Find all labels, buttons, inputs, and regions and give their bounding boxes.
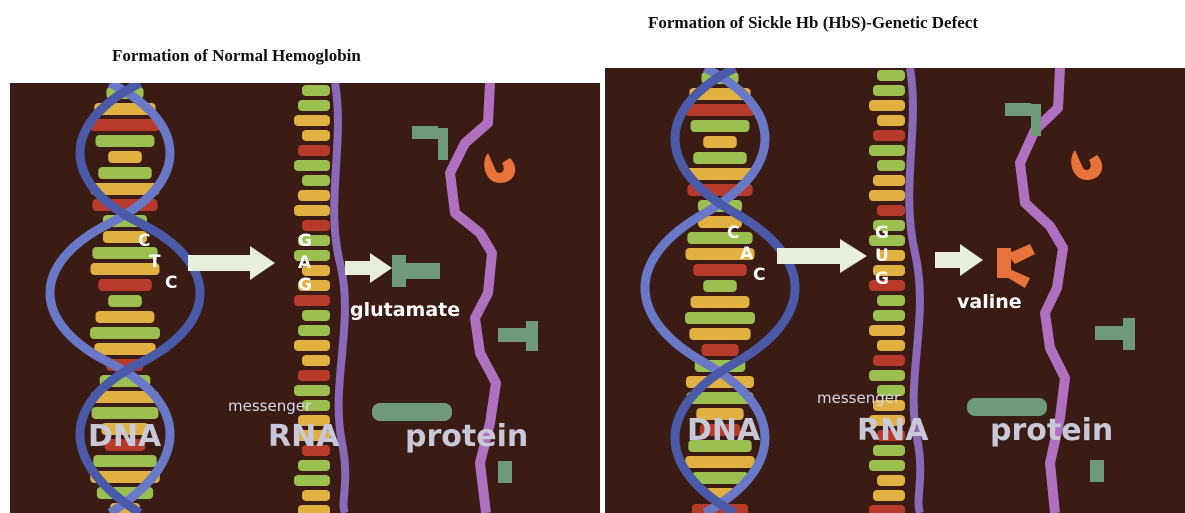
rna-base-2: A xyxy=(298,253,312,273)
dna-base-pair xyxy=(703,280,737,292)
messenger-label: messenger xyxy=(228,397,312,415)
dna-base-pair xyxy=(93,455,156,467)
arrow-right-icon xyxy=(935,244,983,276)
dna-base-1: C xyxy=(138,231,150,251)
amino-acid-label: valine xyxy=(957,291,1022,313)
glutamate-residue-icon xyxy=(392,255,440,287)
dna-base-pair xyxy=(701,344,738,356)
rna-base xyxy=(298,370,330,381)
rna-base xyxy=(302,355,330,366)
dna-base-pair xyxy=(693,152,747,164)
rna-base xyxy=(298,325,330,336)
dna-label: DNA xyxy=(687,413,761,448)
dna-base-2: T xyxy=(149,252,161,272)
rna-base xyxy=(294,475,330,486)
panel-sickle-hemoglobin: C A C G U G valine messenger DNA RNA pro… xyxy=(605,68,1185,513)
rna-base xyxy=(294,340,330,351)
dna-base-3: C xyxy=(165,273,177,293)
amino-acid-label: glutamate xyxy=(350,299,460,321)
rna-base xyxy=(302,310,330,321)
dna-base-pair xyxy=(687,232,752,244)
dna-base-pair xyxy=(689,328,750,340)
rna-base-3: G xyxy=(298,275,312,295)
rna-base xyxy=(298,100,330,111)
dna-base-pair xyxy=(691,296,750,308)
dna-base-pair xyxy=(691,120,750,132)
rna-base xyxy=(873,310,905,321)
rna-base xyxy=(294,160,330,171)
panel-normal-hemoglobin: C T C G A G glutamate messenger DNA RNA … xyxy=(10,83,600,513)
rna-base xyxy=(869,460,905,471)
normal-illustration: C T C G A G glutamate messenger DNA RNA … xyxy=(10,83,600,513)
rna-base xyxy=(873,490,905,501)
rna-base xyxy=(869,505,905,513)
dna-base-2: A xyxy=(740,244,754,264)
dna-base-pair xyxy=(92,407,159,419)
rna-base xyxy=(873,130,905,141)
rna-label: RNA xyxy=(857,413,929,448)
dna-base-pair xyxy=(94,343,155,355)
rna-base xyxy=(302,220,330,231)
dna-base-pair xyxy=(96,311,155,323)
rna-base xyxy=(877,295,905,306)
rna-base xyxy=(877,70,905,81)
rna-base xyxy=(302,130,330,141)
title-sickle-hemoglobin: Formation of Sickle Hb (HbS)-Genetic Def… xyxy=(648,13,978,33)
rna-base xyxy=(877,160,905,171)
rna-base xyxy=(298,505,330,513)
rna-base xyxy=(302,490,330,501)
dna-base-pair xyxy=(703,136,737,148)
arrow-right-icon xyxy=(345,253,392,283)
rna-base xyxy=(877,475,905,486)
rna-base xyxy=(873,85,905,96)
rna-base xyxy=(302,175,330,186)
rna-base xyxy=(869,145,905,156)
dna-base-pair xyxy=(96,135,155,147)
rna-base-2: U xyxy=(875,246,889,266)
protein-label: protein xyxy=(405,419,528,454)
rna-base xyxy=(877,205,905,216)
dna-base-pair xyxy=(693,264,747,276)
dna-base-pair xyxy=(685,312,755,324)
rna-base xyxy=(298,460,330,471)
messenger-label: messenger xyxy=(817,389,901,407)
dna-base-3: C xyxy=(753,265,765,285)
rna-base xyxy=(869,190,905,201)
dna-base-pair xyxy=(98,167,152,179)
title-normal-hemoglobin: Formation of Normal Hemoglobin xyxy=(112,46,361,66)
dna-base-pair xyxy=(108,151,142,163)
rna-base xyxy=(294,205,330,216)
rna-base xyxy=(877,340,905,351)
rna-base xyxy=(873,355,905,366)
rna-base xyxy=(298,190,330,201)
dna-base-1: C xyxy=(727,223,739,243)
protein-label: protein xyxy=(990,413,1113,448)
rna-label: RNA xyxy=(268,419,340,454)
rna-base xyxy=(873,175,905,186)
rna-base xyxy=(877,115,905,126)
dna-base-pair xyxy=(108,295,142,307)
dna-base-pair xyxy=(98,279,152,291)
dna-base-pair xyxy=(90,119,160,131)
sickle-illustration: C A C G U G valine messenger DNA RNA pro… xyxy=(605,68,1185,513)
rna-base xyxy=(298,145,330,156)
rna-base xyxy=(869,370,905,381)
dna-base-pair xyxy=(685,456,755,468)
dna-base-pair xyxy=(90,327,160,339)
rna-base xyxy=(869,100,905,111)
rna-base xyxy=(294,385,330,396)
rna-base xyxy=(302,85,330,96)
rna-base-1: G xyxy=(875,223,889,243)
dna-base-pair xyxy=(685,104,755,116)
dna-label: DNA xyxy=(88,419,162,454)
valine-residue-icon xyxy=(997,244,1035,288)
rna-base-1: G xyxy=(298,231,312,251)
rna-base xyxy=(869,325,905,336)
rna-base xyxy=(294,115,330,126)
rna-base xyxy=(294,295,330,306)
rna-base-3: G xyxy=(875,269,889,289)
